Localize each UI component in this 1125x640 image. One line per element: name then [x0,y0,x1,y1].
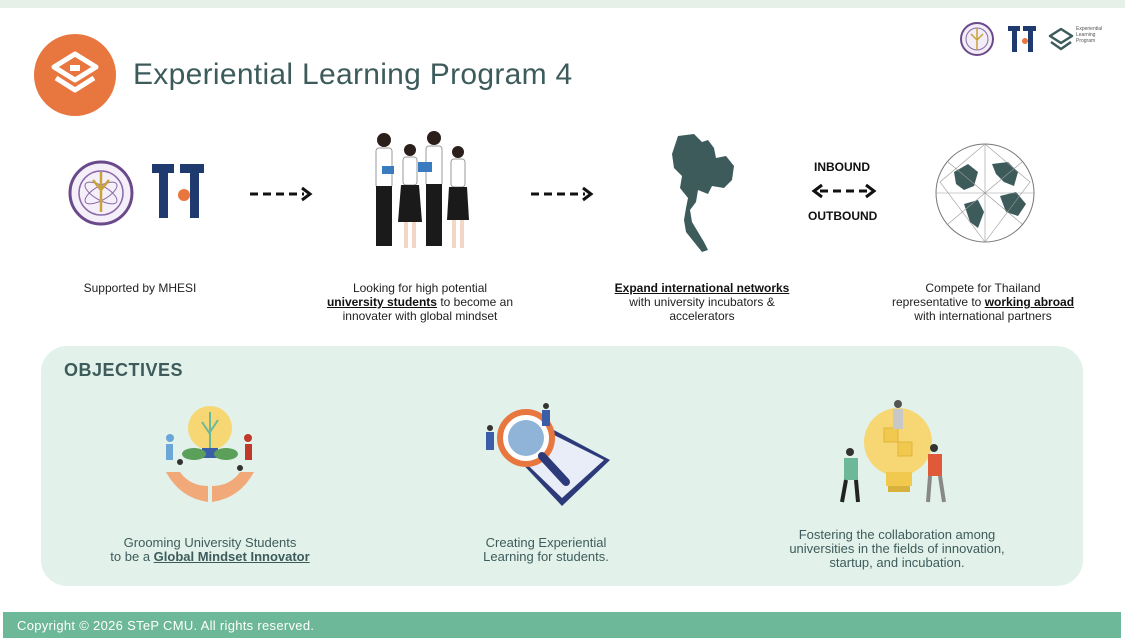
step-3-line3: with international partners [914,309,1052,323]
copyright-text: Copyright © 2026 STeP CMU. All rights re… [17,618,315,633]
elp-small-logo-text: Experiential Learning Program [1076,26,1103,44]
step-caption-students: Looking for high potential university st… [300,281,540,323]
elp-small-logo-icon [1046,24,1116,54]
objective-0-line1: Grooming University Students [123,535,297,550]
step-2-line2: with university incubators & [629,295,775,309]
step-1-line3: innovater with global mindset [342,309,498,323]
objective-1-line2: Learning for students. [483,549,609,564]
objective-2-line1: Fostering the collaboration among [798,527,996,542]
tii-logo-icon [1006,24,1038,54]
objective-2-line2: universities in the fields of innovation… [789,541,1005,556]
globe-icon [934,142,1036,249]
objective-1-line1: Creating Experiential [485,535,607,550]
step-3-prefix: representative to [891,295,985,309]
step-1-bold: university students [326,295,437,309]
magnifier-book-illustration-icon [480,398,612,513]
outbound-label: OUTBOUND [808,209,878,223]
objective-2-line3: startup, and incubation. [829,555,965,570]
step-2-bold: Expand international networks [614,281,790,295]
objective-0-prefix: to be a [110,549,154,564]
mhesi-seal-icon [68,160,134,231]
objective-caption-grooming: Grooming University Students to be a Glo… [70,536,350,564]
page-title: Experiential Learning Program 4 [133,58,573,91]
top-strip [0,0,1125,8]
step-1-rest: to become an [436,295,514,309]
puzzle-lightbulb-illustration-icon [836,398,954,515]
dashed-arrow-icon [248,186,314,207]
step-caption-networks: Expand international networks with unive… [582,281,822,323]
footer-bar: Copyright © 2026 STeP CMU. All rights re… [3,612,1121,638]
step-3-line1: Compete for Thailand [925,281,1041,295]
step-3-bold: working abroad [984,295,1075,309]
thailand-map-icon [668,132,738,259]
step-1-line1: Looking for high potential [352,281,488,295]
objective-caption-creating: Creating Experiential Learning for stude… [430,536,662,564]
dashed-arrow-icon [529,186,595,207]
mhesi-logo-icon [960,22,994,56]
hands-lightbulb-illustration-icon [160,402,260,513]
objective-caption-fostering: Fostering the collaboration among univer… [752,528,1042,570]
step-2-line3: accelerators [669,309,735,323]
tii-logo-large-icon [150,162,208,225]
objective-0-bold: Global Mindset Innovator [153,549,310,564]
step-0-text: Supported by MHESI [83,281,197,295]
students-illustration-icon [368,130,474,257]
bidirectional-arrow-icon [810,183,878,204]
step-caption-compete: Compete for Thailand representative to w… [864,281,1102,323]
step-caption-mhesi: Supported by MHESI [60,281,220,295]
elp-logo-icon [34,34,116,116]
inbound-label: INBOUND [814,160,870,174]
objectives-heading: OBJECTIVES [64,360,184,380]
